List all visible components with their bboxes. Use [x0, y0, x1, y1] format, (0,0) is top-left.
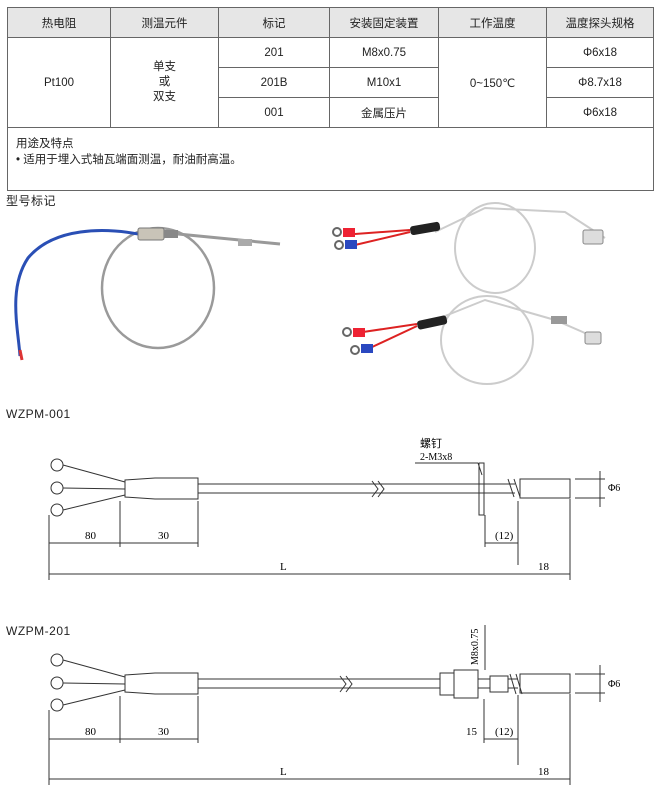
- dim-12: (12): [495, 530, 514, 542]
- header-element: 测温元件: [110, 7, 219, 38]
- dim-diameter: Φ6: [608, 679, 620, 690]
- element-single: 单支: [153, 61, 176, 73]
- header-probe: 温度探头规格: [546, 7, 654, 38]
- usage-text: • 适用于埋入式轴瓦端面测温，耐油耐高温。: [16, 154, 242, 166]
- table-row: 201B M10x1 Φ8.7x18: [8, 67, 654, 98]
- header-mark: 标记: [218, 7, 330, 38]
- cell-resistor: Pt100: [7, 37, 111, 128]
- element-or: 或: [158, 76, 171, 88]
- screw-spec: 2-M3x8: [420, 452, 452, 463]
- cell-fixing: M10x1: [329, 67, 439, 98]
- drawing-wzpm-001: 80 30 (12) L 18 Φ6 螺钉 2-M3x8: [48, 437, 620, 580]
- element-double: 双支: [153, 91, 176, 103]
- dim-18: 18: [538, 561, 550, 573]
- table-row: Pt100 单支 或 双支 201 M8x0.75 0~150℃ Φ6x18: [7, 37, 654, 128]
- cell-probe: Φ6x18: [546, 97, 654, 128]
- spec-table: 热电阻 测温元件 标记 安装固定装置 工作温度 温度探头规格 Pt100 单支 …: [7, 7, 654, 191]
- dim-80: 80: [85, 530, 97, 542]
- dim-80: 80: [85, 726, 97, 738]
- dim-L: L: [280, 561, 287, 573]
- dim-15: 15: [466, 726, 478, 738]
- screw-label: 螺钉: [420, 437, 442, 450]
- dim-12: (12): [495, 726, 514, 738]
- dim-30: 30: [158, 530, 170, 542]
- cell-probe: Φ6x18: [546, 37, 654, 68]
- usage-cell: 用途及特点 • 适用于埋入式轴瓦端面测温，耐油耐高温。: [7, 127, 654, 191]
- cell-mark: 201: [218, 37, 330, 68]
- dim-L: L: [280, 766, 287, 778]
- dim-diameter: Φ6: [608, 483, 620, 494]
- dim-18: 18: [538, 766, 550, 778]
- cell-probe: Φ8.7x18: [546, 67, 654, 98]
- cell-fixing: 金属压片: [329, 97, 439, 128]
- header-resistor: 热电阻: [7, 7, 111, 38]
- photos-section-label: 型号标记: [6, 194, 57, 208]
- cell-mark: 001: [218, 97, 330, 128]
- dim-30: 30: [158, 726, 170, 738]
- table-row: 001 金属压片 Φ6x18: [8, 97, 654, 128]
- drawing-wzpm-201: 80 30 15 (12) L 18 Φ6 M8x0.75: [48, 625, 620, 785]
- sensor-photo-terminals: [332, 202, 606, 385]
- cell-temperature: 0~150℃: [438, 37, 547, 128]
- cell-mark: 201B: [218, 67, 330, 98]
- header-temperature: 工作温度: [438, 7, 547, 38]
- sensor-photo-blue-lead: [14, 226, 281, 361]
- usage-row: 用途及特点 • 适用于埋入式轴瓦端面测温，耐油耐高温。: [7, 127, 654, 191]
- thread-spec: M8x0.75: [470, 629, 481, 665]
- drawing2-title: WZPM-201: [6, 624, 71, 638]
- cell-element: 单支 或 双支: [110, 37, 219, 128]
- table-header-row: 热电阻 测温元件 标记 安装固定装置 工作温度 温度探头规格: [7, 7, 654, 38]
- drawing1-title: WZPM-001: [6, 407, 71, 421]
- usage-title: 用途及特点: [16, 138, 74, 150]
- header-fixing: 安装固定装置: [329, 7, 439, 38]
- cell-fixing: M8x0.75: [329, 37, 439, 68]
